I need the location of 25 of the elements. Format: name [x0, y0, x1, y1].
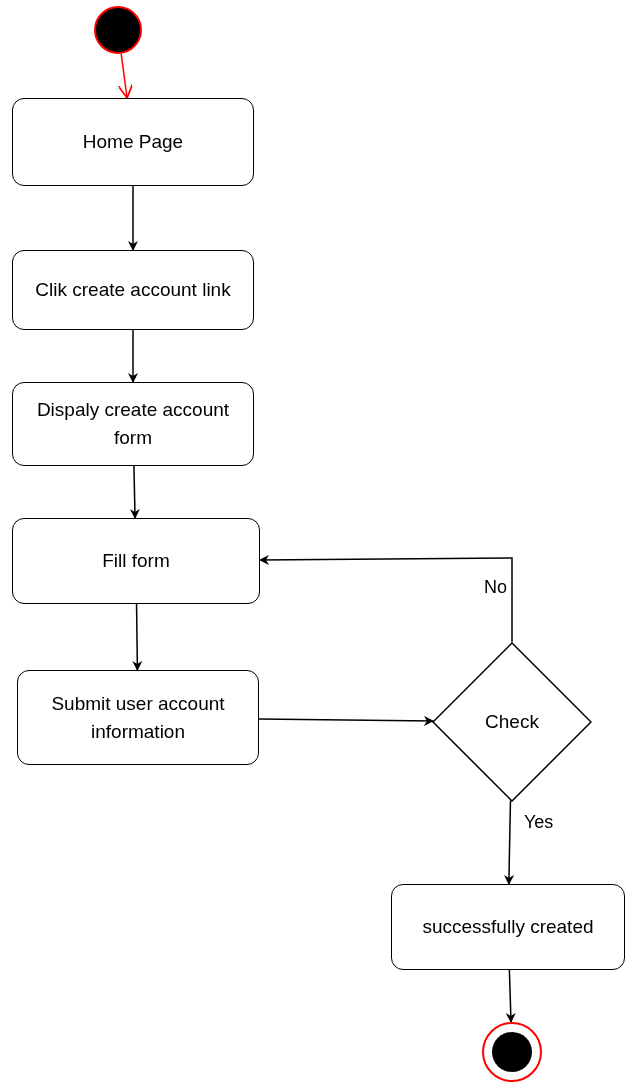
activity-box — [12, 382, 254, 466]
start-node — [94, 6, 142, 54]
arrow — [132, 603, 143, 671]
arrow — [117, 53, 134, 99]
arrow — [505, 969, 516, 1023]
node-label: Dispaly create account form — [35, 398, 231, 450]
arrow — [128, 329, 138, 383]
arrow — [258, 715, 434, 726]
node-label: Fill form — [101, 549, 171, 573]
arrow — [259, 554, 513, 643]
arrow — [504, 799, 514, 885]
decision-diamond — [432, 642, 592, 802]
node-label: Clik create account link — [34, 278, 232, 302]
activity-box — [391, 884, 625, 970]
activity-box — [17, 670, 259, 765]
arrow — [129, 465, 140, 519]
node-label: Submit user account information — [50, 691, 226, 744]
activity-box — [12, 250, 254, 330]
arrow — [128, 185, 138, 251]
node-label: Check — [484, 710, 540, 734]
end-node — [482, 1022, 542, 1082]
activity-box — [12, 98, 254, 186]
node-label: Home Page — [81, 130, 185, 154]
node-label: successfully created — [421, 915, 595, 939]
activity-box — [12, 518, 260, 604]
